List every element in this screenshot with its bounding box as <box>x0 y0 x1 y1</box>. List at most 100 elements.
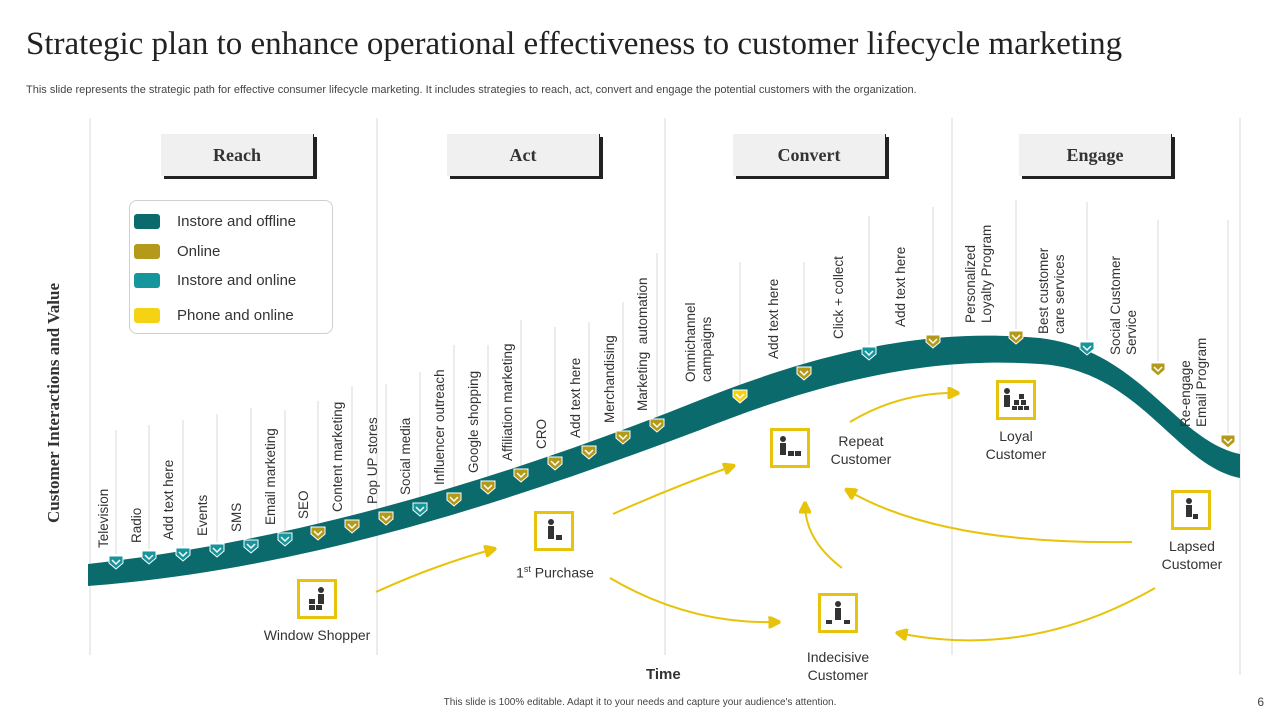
touchpoint-label-text: CRO <box>534 419 549 449</box>
touchpoint-marker <box>861 346 877 361</box>
touchpoint-marker-chevron <box>483 484 493 491</box>
touchpoint-lines <box>115 200 1229 554</box>
phase-reach: Reach <box>161 134 314 176</box>
window-shopper-label: Window Shopper <box>263 627 371 643</box>
touchpoint-marker-chevron <box>111 559 121 566</box>
arrow-repeat-to-loyal <box>849 393 957 423</box>
touchpoint-marker <box>141 550 157 565</box>
touchpoint-label-text: SEO <box>296 490 311 519</box>
touchpoint-marker <box>581 445 597 460</box>
repeat-customer-label-line1: Repeat <box>838 433 884 449</box>
touchpoint-marker-chevron <box>212 547 222 554</box>
touchpoint-label-text: Best customer care services <box>1036 247 1067 334</box>
touchpoint-label-text: Email marketing <box>263 428 278 525</box>
legend-swatch <box>134 307 160 323</box>
touchpoint-marker-chevron <box>1223 438 1233 445</box>
touchpoint-label-text: Social media <box>398 417 413 495</box>
touchpoint-marker-chevron <box>246 543 256 550</box>
first-purchase-label-sup: st <box>523 564 531 574</box>
touchpoint-marker <box>277 532 293 547</box>
touchpoint-markers <box>108 330 1236 570</box>
legend-swatch <box>134 243 160 259</box>
touchpoint-marker <box>344 519 360 534</box>
lapsed-customer-label-line2: Customer <box>1161 556 1223 572</box>
touchpoint-marker <box>480 480 496 495</box>
touchpoint-label-text: Omnichannel campaigns <box>683 302 714 382</box>
touchpoint-label-text: Content marketing <box>330 401 345 512</box>
y-axis-label: Customer Interactions and Value <box>44 282 63 524</box>
arrow-window-to-purchase <box>375 549 494 593</box>
touchpoint-label-text: Influencer outreach <box>432 369 447 485</box>
lifecycle-curve <box>88 335 1240 586</box>
legend-label: Instore and offline <box>177 212 296 230</box>
first-purchase-label-rest: Purchase <box>530 564 594 581</box>
touchpoint-marker-chevron <box>1153 366 1163 373</box>
touchpoint-marker <box>1150 362 1166 377</box>
touchpoint-label-text: Click + collect <box>831 256 846 339</box>
touchpoint-label-text: Marketing automation <box>635 277 650 411</box>
legend-label: Instore and online <box>177 271 297 289</box>
touchpoint-marker-chevron <box>415 506 425 513</box>
touchpoint-marker <box>175 547 191 562</box>
touchpoint-marker-chevron <box>584 449 594 456</box>
touchpoint-marker-chevron <box>864 350 874 357</box>
touchpoint-marker-chevron <box>144 554 154 561</box>
touchpoint-marker-chevron <box>449 496 459 503</box>
legend-item: Online <box>134 241 220 261</box>
legend-item: Instore and online <box>134 270 296 290</box>
touchpoint-marker <box>243 539 259 554</box>
slide-footer: This slide is 100% editable. Adapt it to… <box>443 697 837 708</box>
repeat-customer-icon <box>770 428 810 468</box>
touchpoint-marker <box>108 555 124 570</box>
touchpoint-marker-chevron <box>618 434 628 441</box>
touchpoint-marker <box>446 492 462 507</box>
phase-act: Act <box>447 134 600 176</box>
touchpoint-label-text: Radio <box>129 507 144 543</box>
touchpoint-marker <box>378 511 394 526</box>
legend-item: Instore and offline <box>134 211 296 231</box>
touchpoint-marker <box>796 366 812 381</box>
touchpoint-marker-chevron <box>1011 334 1021 341</box>
touchpoint-marker <box>925 334 941 349</box>
touchpoint-label-text: Merchandising <box>602 335 617 423</box>
legend-swatch <box>134 213 160 229</box>
legend: Instore and offline Online Instore and o… <box>129 200 333 334</box>
touchpoint-marker <box>732 389 748 404</box>
arrow-lapsed-to-repeat <box>847 490 1133 544</box>
first-purchase-label: 1st Purchase <box>480 560 630 582</box>
touchpoint-marker-chevron <box>280 536 290 543</box>
indecisive-customer-label-line2: Customer <box>807 667 869 683</box>
touchpoint-marker <box>1220 434 1236 449</box>
lapsed-customer-icon <box>1171 490 1211 530</box>
repeat-customer-label-line2: Customer <box>830 451 892 467</box>
arrow-purchase-to-indecisive <box>609 577 778 622</box>
touchpoint-marker <box>1008 330 1024 345</box>
touchpoint-marker-chevron <box>652 422 662 429</box>
touchpoint-marker-chevron <box>799 370 809 377</box>
touchpoint-marker <box>412 502 428 517</box>
first-purchase-label-ordinal: 1 <box>516 564 524 581</box>
touchpoint-label-text: Television <box>96 488 111 548</box>
x-axis-label: Time <box>646 666 681 683</box>
touchpoint-marker-chevron <box>347 523 357 530</box>
loyal-customer-label-line2: Customer <box>985 446 1047 462</box>
touchpoint-marker-chevron <box>381 515 391 522</box>
touchpoint-marker-chevron <box>550 460 560 467</box>
touchpoint-marker <box>310 526 326 541</box>
touchpoint-label-text: Add text here <box>568 357 583 438</box>
touchpoint-label-text: Personalized Loyalty Program <box>963 224 994 323</box>
touchpoint-label-text: Re-engage Email Program <box>1178 337 1209 427</box>
lapsed-customer-label-line1: Lapsed <box>1169 538 1215 554</box>
touchpoint-label-text: Add text here <box>893 246 908 327</box>
indecisive-customer-icon <box>818 593 858 633</box>
touchpoint-label-text: Google shopping <box>466 370 481 473</box>
touchpoint-marker <box>209 543 225 558</box>
legend-label: Phone and online <box>177 306 294 324</box>
touchpoint-marker-chevron <box>313 530 323 537</box>
touchpoint-marker <box>547 456 563 471</box>
page-number: 6 <box>1257 695 1264 709</box>
